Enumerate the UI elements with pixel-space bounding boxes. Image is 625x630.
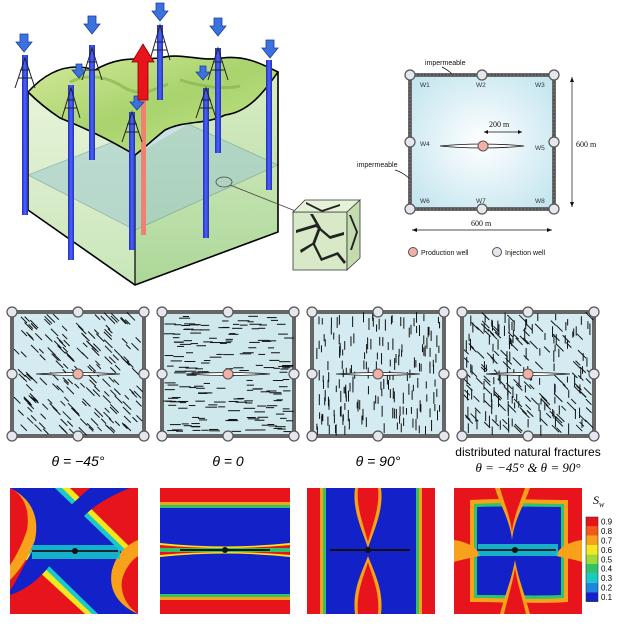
well-pattern-schematic: impermeable impermeable W1 W2 W3 W4 W5 W…	[357, 60, 597, 257]
injection-well-5	[548, 136, 560, 148]
colorbar-tick: 0.3	[601, 574, 613, 583]
legend-production-marker	[408, 247, 418, 257]
legend-injection-marker	[492, 247, 502, 257]
fractured-rock-cube	[292, 199, 362, 271]
production-pipe	[141, 95, 146, 235]
well-label-w2: W2	[476, 82, 486, 89]
colorbar-cell	[586, 573, 598, 583]
blue-injection-pipes	[22, 25, 272, 260]
case-label-4-line1: distributed natural fractures	[455, 445, 600, 459]
colorbar-cell	[586, 564, 598, 574]
well-label-w4: W4	[420, 141, 430, 148]
colorbar-tick: 0.8	[601, 527, 613, 536]
well-label-w7: W7	[476, 198, 486, 205]
saturation-colorbar: Sw 0.90.80.70.60.50.40.30.20.1	[585, 493, 613, 602]
production-well	[477, 140, 489, 152]
colorbar-title: Sw	[593, 493, 605, 509]
colorbar-tick: 0.6	[601, 546, 613, 555]
colorbar-cell	[586, 554, 598, 564]
injection-well-7	[476, 203, 488, 215]
colorbar-tick: 0.9	[601, 518, 613, 527]
colorbar-cell	[586, 535, 598, 546]
legend-production-label: Production well	[421, 250, 469, 257]
injection-arrows	[15, 2, 279, 111]
saturation-map-3	[307, 488, 435, 614]
well-label-w6: W6	[420, 198, 430, 205]
saturation-map-1	[10, 488, 138, 614]
width-label: 600 m	[471, 219, 492, 228]
legend-injection-label: Injection well	[505, 250, 546, 257]
case-labels: θ = −45° θ = 0 θ = 90°	[52, 453, 401, 469]
derrick-towers	[14, 23, 229, 143]
frac-length-label: 200 m	[489, 120, 510, 129]
reservoir-3d-illustration	[14, 2, 299, 286]
injection-wells	[404, 69, 560, 215]
fracture-case-panels	[6, 306, 600, 442]
colorbar-tick: 0.1	[601, 593, 613, 602]
colorbar-cell	[586, 582, 598, 593]
case-label-2: θ = 0	[212, 453, 244, 469]
case-label-3: θ = 90°	[356, 453, 401, 469]
colorbar-cell	[586, 526, 598, 536]
well-label-w1: W1	[420, 82, 430, 89]
saturation-map-4	[454, 488, 582, 614]
injection-well-1	[404, 69, 416, 81]
injection-well-3	[548, 69, 560, 81]
production-arrow	[131, 43, 155, 101]
colorbar-tick: 0.2	[601, 584, 613, 593]
well-label-w8: W8	[535, 198, 545, 205]
injection-well-2	[476, 69, 488, 81]
colorbar-cell	[586, 545, 598, 555]
case-label-1: θ = −45°	[52, 453, 105, 469]
fracture-panel-4	[456, 306, 600, 442]
colorbar-tick: 0.7	[601, 537, 613, 546]
well-label-w5: W5	[535, 145, 545, 152]
colorbar-cell	[586, 592, 598, 602]
case-label-4-line2: θ = −45° & θ = 90°	[475, 460, 580, 475]
height-label: 600 m	[576, 140, 597, 149]
colorbar-tick: 0.4	[601, 565, 613, 574]
injection-well-8	[548, 203, 560, 215]
fracture-panel-2	[156, 306, 300, 442]
injection-well-6	[404, 203, 416, 215]
well-label-w3: W3	[535, 82, 545, 89]
colorbar-tick: 0.5	[601, 555, 613, 564]
well-labels: W1 W2 W3 W4 W5 W6 W7 W8	[420, 82, 545, 205]
injection-well-4	[404, 136, 416, 148]
impermeable-top-label: impermeable	[425, 60, 466, 67]
saturation-map-2	[160, 488, 290, 614]
colorbar-cell	[586, 517, 598, 527]
fracture-panel-3	[306, 306, 450, 442]
impermeable-left-label: impermeable	[357, 162, 398, 169]
fracture-panel-1	[6, 306, 150, 442]
